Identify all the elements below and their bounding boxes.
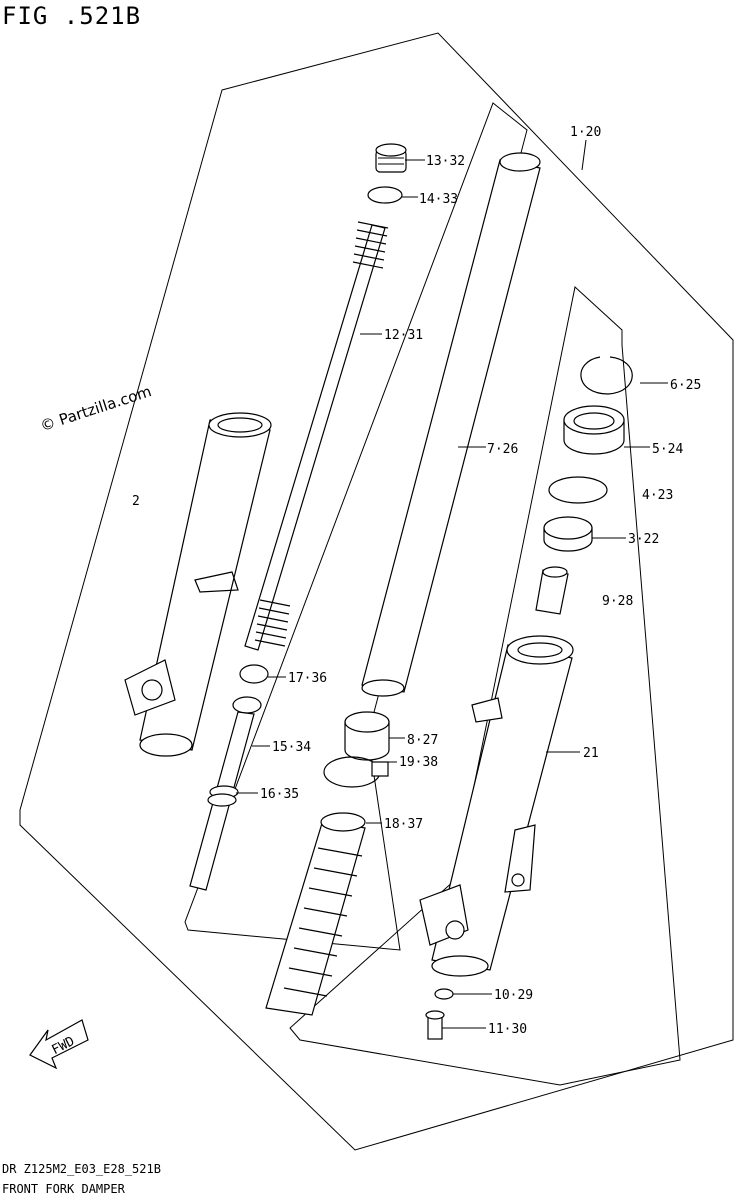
callout-labels: 1·20 2 3·22 4·23 5·24 6·25 7·26 8·27 9·2…: [132, 125, 701, 1037]
boot-clamp: [323, 756, 389, 788]
outer-group-outline: [289, 286, 681, 1086]
spring-seat: [207, 785, 239, 807]
oil-lock-piece: [535, 566, 569, 615]
callout-14: 14·33: [419, 192, 458, 207]
inner-tube: [361, 152, 541, 697]
callout-2: 2: [132, 494, 140, 509]
callout-16: 16·35: [260, 787, 299, 802]
callout-10: 10·29: [494, 988, 533, 1003]
callout-21: 21: [583, 746, 599, 761]
leader-lines: [236, 139, 668, 1029]
left-outer-tube: [124, 412, 272, 757]
callout-17: 17·36: [288, 671, 327, 686]
callout-3: 3·22: [628, 532, 659, 547]
damper-rod-spring: [244, 221, 389, 651]
fwd-arrow-icon: FWD: [29, 1019, 89, 1070]
inner-group-outline: [184, 102, 528, 951]
callout-15: 15·34: [272, 740, 311, 755]
callout-18: 18·37: [384, 817, 423, 832]
footer-diagram-name: FRONT FORK DAMPER: [2, 1182, 125, 1196]
washer: [548, 476, 608, 504]
bushing: [344, 711, 390, 761]
callout-9: 9·28: [602, 594, 633, 609]
footer-diagram-code: DR Z125M2_E03_E28_521B: [2, 1162, 161, 1176]
callout-4: 4·23: [642, 488, 673, 503]
fork-boot: [265, 812, 366, 1016]
callout-12: 12·31: [384, 328, 423, 343]
callout-8: 8·27: [407, 733, 438, 748]
callout-11: 11·30: [488, 1022, 527, 1037]
assembly-outline: [19, 32, 734, 1151]
callout-1: 1·20: [570, 125, 601, 140]
o-ring: [367, 186, 403, 204]
ring-17: [239, 664, 269, 684]
snap-ring: [580, 356, 633, 395]
callout-5: 5·24: [652, 442, 683, 457]
cap-bolt: [375, 143, 407, 173]
figure-title: FIG .521B: [2, 2, 142, 30]
oil-seal: [563, 405, 625, 455]
callout-13: 13·32: [426, 154, 465, 169]
bottom-bolt: [425, 1010, 445, 1040]
callout-19: 19·38: [399, 755, 438, 770]
gasket-washer: [434, 988, 454, 1000]
callout-7: 7·26: [487, 442, 518, 457]
guide-bushing: [543, 516, 593, 552]
right-outer-tube: [419, 635, 574, 977]
callout-6: 6·25: [670, 378, 701, 393]
